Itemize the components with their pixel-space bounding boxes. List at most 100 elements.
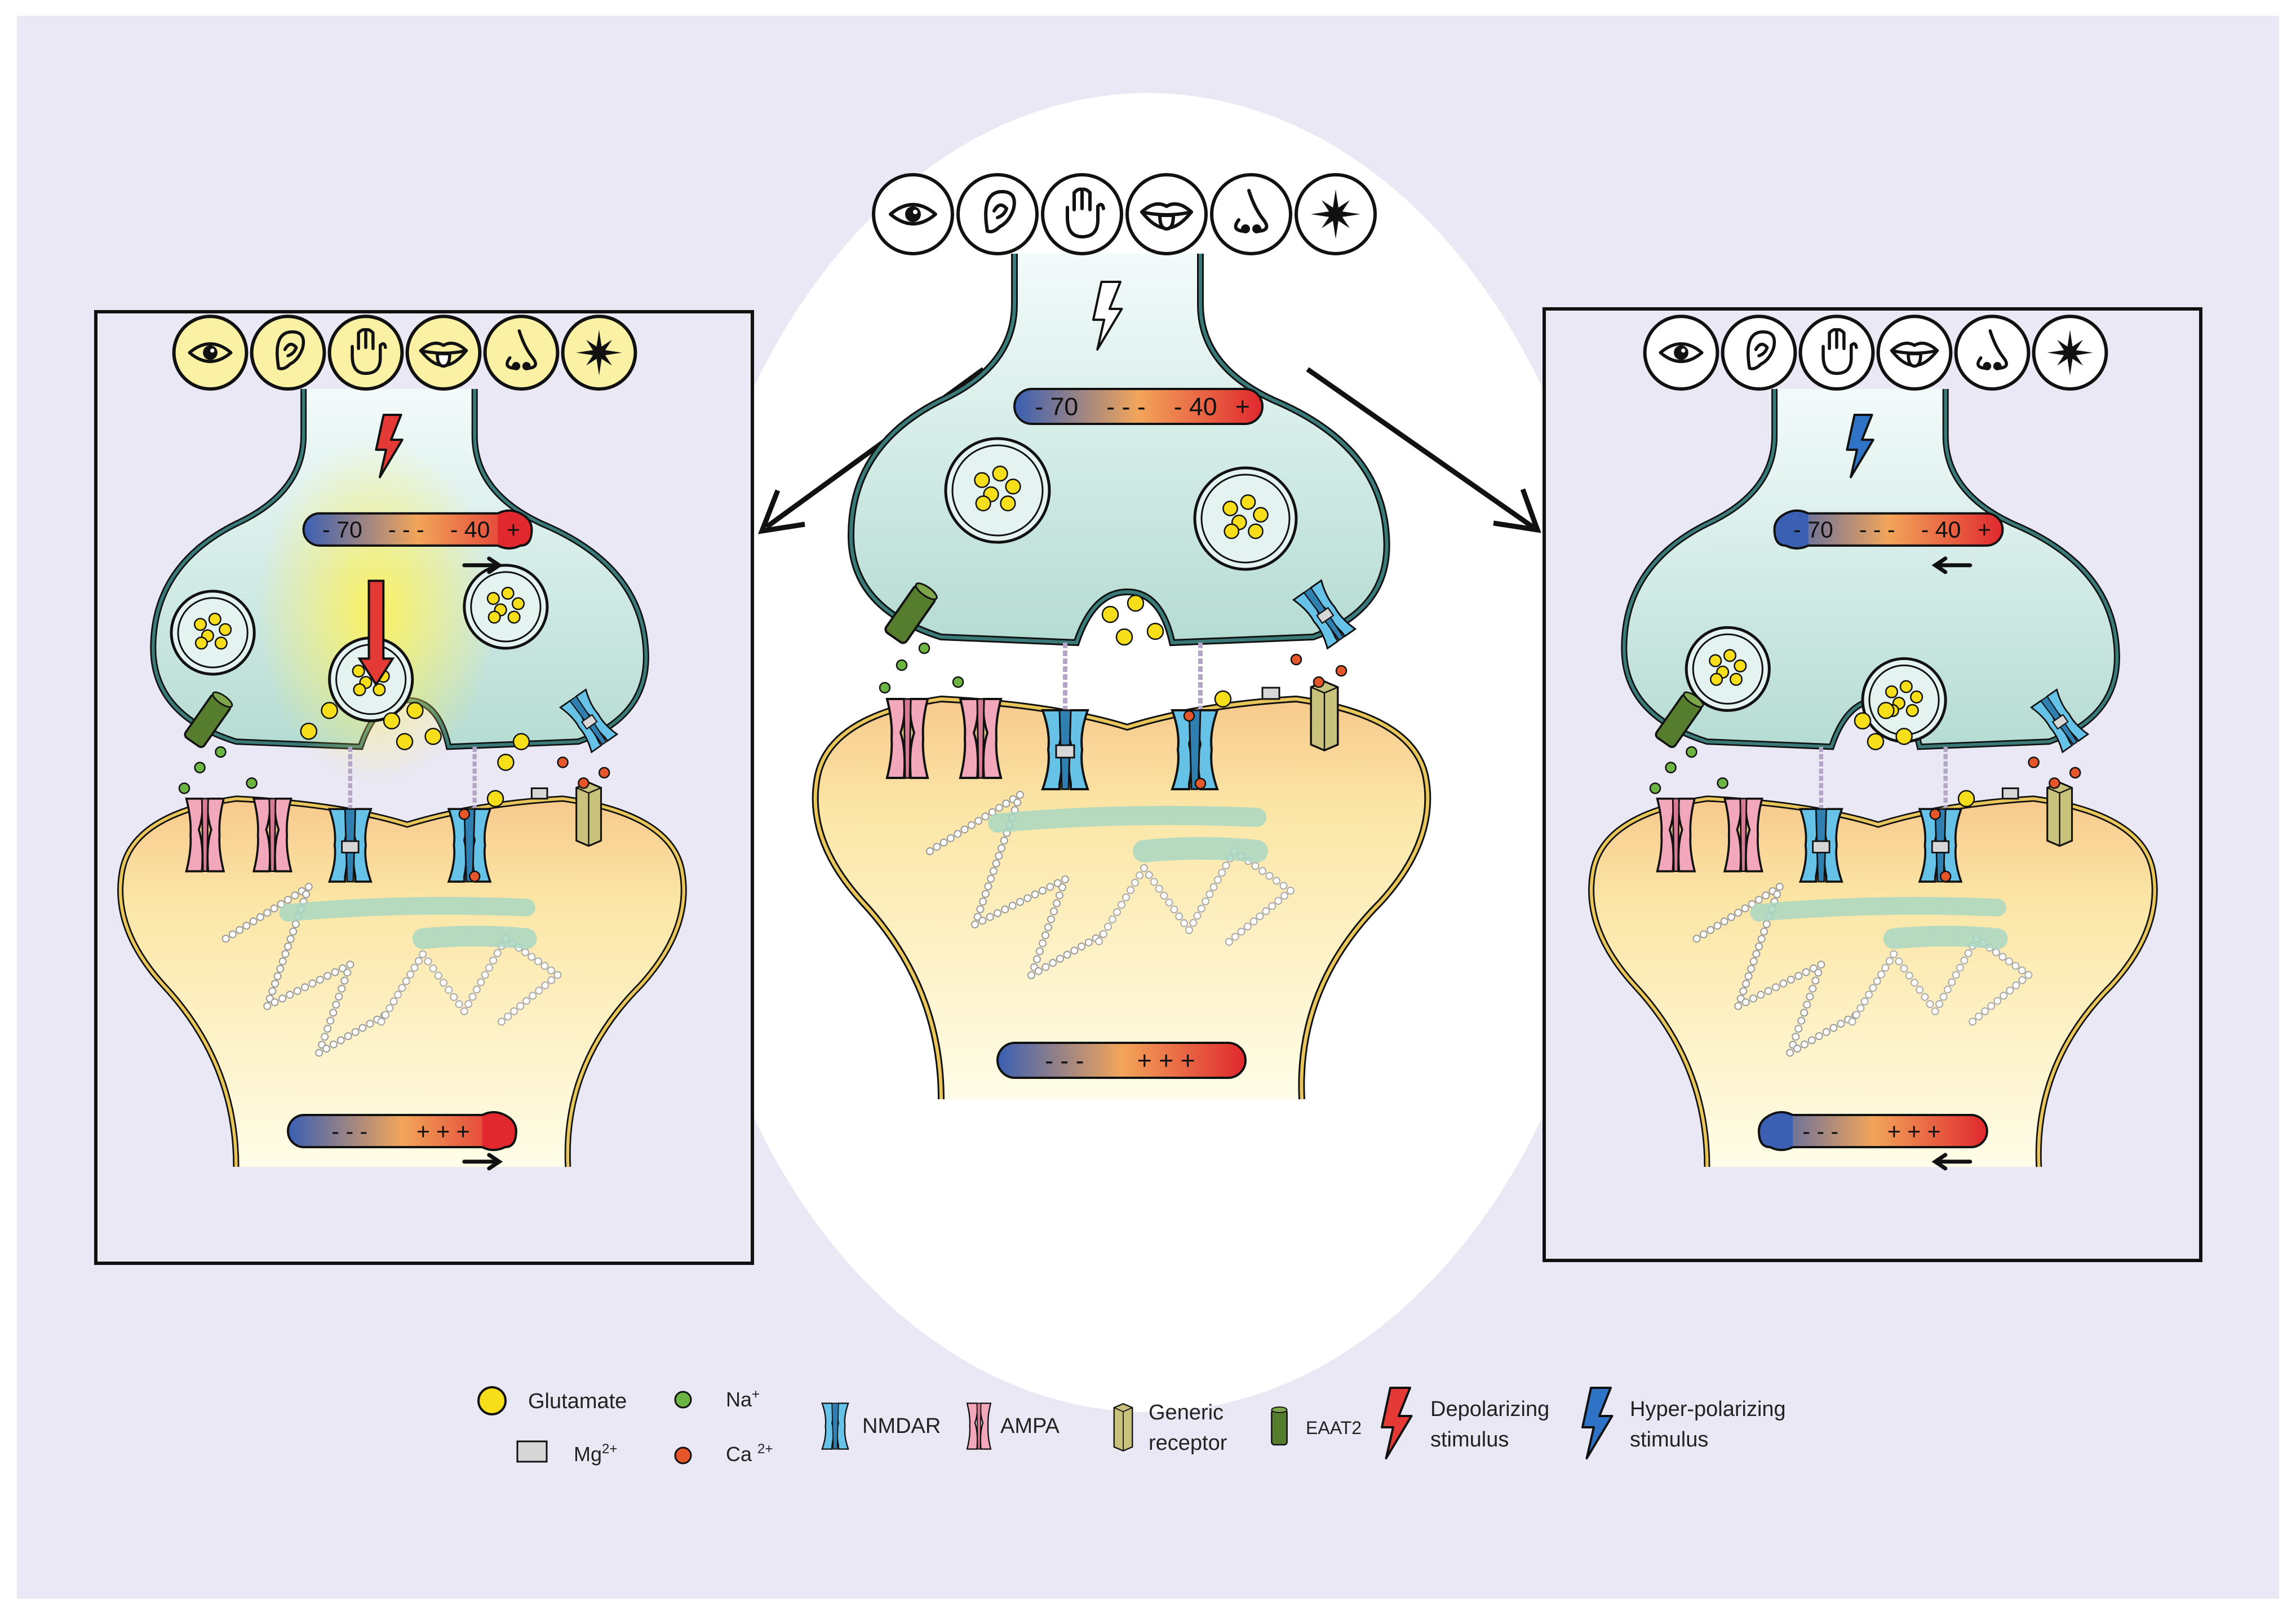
mouth-icon xyxy=(1876,315,1953,391)
potential-plus-mark: + xyxy=(507,517,520,543)
hand-icon xyxy=(1041,173,1123,255)
eaat2-transporter xyxy=(184,691,233,749)
legend-nmdar-icon xyxy=(821,1402,849,1450)
sodium-ion xyxy=(1665,762,1677,773)
nose-icon xyxy=(1210,173,1292,255)
legend-mg: Mg2+ xyxy=(516,1440,617,1466)
synaptic-vesicle xyxy=(1685,626,1771,712)
nmdar-channel xyxy=(1918,808,1963,883)
legend-depol-label-1: Depolarizing xyxy=(1430,1397,1549,1421)
postsynaptic-spine xyxy=(1591,798,2155,1167)
sodium-ion xyxy=(896,659,908,671)
sodium-ion xyxy=(1717,777,1728,789)
glutamate-molecule xyxy=(512,733,530,750)
nmdar-channel xyxy=(1041,709,1089,790)
potential-resting-value: - 70 xyxy=(322,517,362,543)
arrow-left-icon xyxy=(1931,556,1973,574)
pain-icon xyxy=(561,315,637,391)
nmdar-channel xyxy=(328,808,373,883)
potential-negative-marks: - - - xyxy=(1802,1118,1838,1144)
potential-threshold-value: - 40 xyxy=(1174,393,1217,421)
scaffold-chain xyxy=(377,935,562,1026)
glutamate-molecule xyxy=(383,712,401,730)
potential-plus-mark: + xyxy=(1978,517,1991,543)
glutamate-molecule xyxy=(424,728,442,745)
synaptic-vesicle xyxy=(1193,466,1298,571)
hyperpolarizing-bolt-icon xyxy=(1846,414,1874,479)
synaptic-vesicle xyxy=(463,564,549,650)
depolarizing-bolt xyxy=(1381,1387,1413,1459)
calcium-ion xyxy=(468,870,481,883)
sodium-ion xyxy=(1649,782,1661,794)
legend-generic-label-2: receptor xyxy=(1149,1431,1227,1455)
synaptic-vesicle xyxy=(944,437,1051,544)
synaptic-vesicle xyxy=(1861,657,1947,744)
potential-threshold-value: - 40 xyxy=(1921,517,1961,543)
postsynaptic-potential-bar: - - - + + + xyxy=(1757,1111,1988,1152)
ampa-channel xyxy=(1723,797,1763,873)
legend-mg-sup: 2+ xyxy=(602,1441,617,1457)
generic-receptor xyxy=(2046,781,2073,847)
glutamate-molecule xyxy=(396,733,414,750)
nose-icon xyxy=(1954,315,2031,391)
arrow-right-icon xyxy=(462,1153,503,1171)
potential-plus-mark: + xyxy=(1235,393,1250,421)
glutamate-molecule xyxy=(1895,728,1913,745)
mouth-icon xyxy=(405,315,482,391)
glutamate-molecule xyxy=(321,702,338,719)
legend-ca-label: Ca xyxy=(726,1443,752,1466)
glutamate-molecule xyxy=(486,790,504,808)
legend-na-sup: + xyxy=(752,1387,760,1402)
release-arrow-icon xyxy=(357,579,395,687)
postsynaptic-density xyxy=(1750,897,2006,922)
sodium-ion xyxy=(194,762,206,773)
mouth-icon xyxy=(1125,173,1208,255)
sodium-ion xyxy=(178,782,190,794)
nose-icon xyxy=(483,315,560,391)
nmdar-channel xyxy=(559,688,619,754)
arrow-left-icon xyxy=(1931,1153,1973,1171)
scaffold-chain xyxy=(1095,847,1295,946)
postsynaptic-potential-bar: - - - + + + xyxy=(287,1111,517,1152)
potential-positive-marks: + + + xyxy=(416,1118,470,1144)
calcium-ion xyxy=(1929,808,1942,820)
sodium-ion xyxy=(1686,746,1697,758)
legend-generic-label-1: Generic xyxy=(1149,1401,1224,1424)
sodium-ion xyxy=(879,682,891,694)
potential-mid-marks: - - - xyxy=(1859,517,1895,543)
legend-eaat2-icon xyxy=(1271,1406,1288,1446)
legend-glutamate: Glutamate xyxy=(477,1386,627,1415)
magnesium-ion xyxy=(530,787,548,800)
postsynaptic-density xyxy=(279,897,535,922)
hand-icon xyxy=(1798,315,1875,391)
calcium-ion xyxy=(2069,767,2081,779)
sodium-ion xyxy=(952,676,964,688)
glutamate-molecule xyxy=(1867,733,1885,750)
glutamate-molecule xyxy=(1214,690,1232,708)
legend-eaat2-label: EAAT2 xyxy=(1306,1418,1362,1438)
nmdar-channel xyxy=(2029,688,2090,754)
postsynaptic-potential-bar: - - -+ + + xyxy=(996,1042,1247,1079)
ampa-channel xyxy=(959,698,1003,779)
calcium-ion xyxy=(1290,653,1302,666)
sodium-ion xyxy=(215,746,227,758)
postsynaptic-spine xyxy=(120,798,684,1167)
potential-negative-marks: - - - xyxy=(331,1118,367,1144)
potential-mid-marks: - - - xyxy=(1106,393,1145,421)
potential-positive-marks: + + + xyxy=(1137,1047,1195,1075)
nmdar-channel xyxy=(1799,808,1843,883)
magnesium-ion xyxy=(2001,787,2019,800)
potential-threshold-value: - 40 xyxy=(450,517,490,543)
legend-glutamate-label: Glutamate xyxy=(528,1390,627,1413)
presynaptic-potential-bar: - 70- - -- 40+ xyxy=(1013,388,1264,425)
glutamate-molecule xyxy=(1101,605,1119,623)
calcium-ion xyxy=(1183,710,1195,722)
nmdar-channel xyxy=(821,1402,849,1450)
potential-positive-marks: + + + xyxy=(1887,1118,1941,1144)
ear-icon xyxy=(956,173,1039,255)
glutamate-molecule xyxy=(406,702,424,719)
potential-mid-marks: - - - xyxy=(388,517,424,543)
legend-nmdar-label: NMDAR xyxy=(862,1414,941,1438)
